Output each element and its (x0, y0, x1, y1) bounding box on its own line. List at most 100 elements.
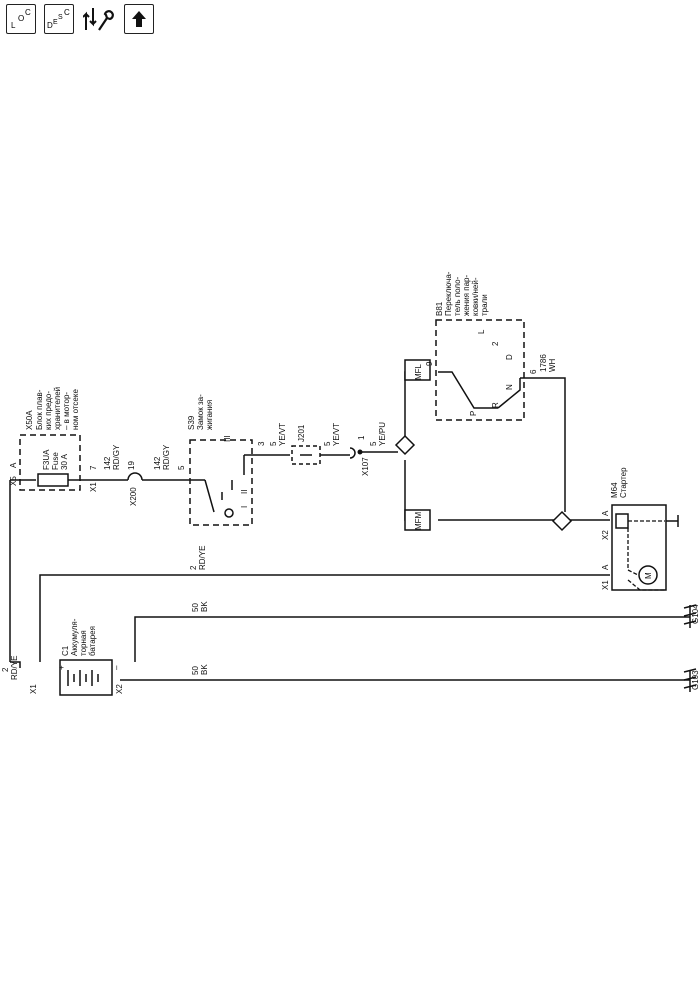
label-wh: WH (548, 358, 557, 372)
ignition-switch-pivot (224, 508, 234, 518)
label-battery-minus: – (112, 665, 121, 670)
range-switch-contact (497, 378, 521, 409)
label-pin-a-starter-bottom: A (601, 564, 610, 570)
label-pin-5-ign: 5 (177, 465, 186, 470)
label-pin-6: 6 (529, 369, 538, 374)
module-mfm-box (404, 509, 431, 531)
wire-ground-g104 (134, 616, 690, 662)
label-fuse-block-2: ких предо- (44, 391, 53, 430)
label-x107: X107 (361, 457, 370, 476)
label-pos-l: L (477, 329, 486, 334)
label-x50a: X50A (25, 410, 34, 430)
label-pin-7: 7 (89, 465, 98, 470)
label-50-g103: 50 (191, 666, 200, 675)
battery-cells (67, 670, 99, 686)
label-pin-3: 3 (257, 441, 266, 446)
label-c1: C1 (61, 645, 70, 656)
label-pos-2: 2 (491, 341, 500, 346)
label-pos-d: D (505, 354, 514, 360)
desc-letter-c: C (64, 8, 70, 17)
label-pos-n: N (505, 384, 514, 390)
service-button[interactable] (82, 4, 116, 34)
wrench-arrows-icon (83, 8, 114, 31)
label-s39: S39 (187, 415, 196, 430)
label-b81: B81 (435, 301, 444, 316)
arrow-up-icon (132, 11, 146, 27)
label-fuse-word: Fuse (51, 452, 60, 470)
ground-g103-symbol (683, 668, 697, 692)
up-button[interactable] (124, 4, 154, 34)
label-pin-a: A (9, 462, 18, 468)
label-battery-plus: + (57, 665, 66, 670)
desc-letter-e: E (53, 19, 58, 26)
label-fuse-block-1: Блок плав- (35, 389, 44, 430)
wire-to-mfl (404, 371, 422, 445)
splice-x200-symbol (127, 472, 143, 481)
label-g104: G104 (691, 604, 700, 624)
label-1786: 1786 (539, 354, 548, 372)
starter-solenoid (615, 513, 629, 529)
label-pin-5-b: 5 (323, 441, 332, 446)
label-battery-3: батарея (88, 626, 97, 656)
label-2-starter: 2 (189, 565, 198, 570)
label-motor-m: M (644, 572, 653, 579)
label-range-5: трали (480, 294, 489, 316)
label-bk-g104: BK (200, 601, 209, 612)
label-x1-battery: X1 (29, 684, 38, 694)
label-50-g104: 50 (191, 603, 200, 612)
location-button[interactable]: L O C (6, 4, 36, 34)
label-yevt-a: YE/VT (278, 423, 287, 446)
label-ign-2: жигания (205, 400, 214, 430)
label-m64: M64 (610, 482, 619, 498)
label-yepu: YE/PU (378, 422, 387, 446)
label-x2-battery: X2 (115, 684, 124, 694)
label-bk-g103: BK (200, 664, 209, 675)
label-battery-2: торная (79, 630, 88, 656)
labels: X5 A X50A Блок плав- ких предо- хранител… (1, 271, 700, 694)
label-pin-1: 1 (357, 435, 366, 440)
label-range-4: ковки/ней- (471, 277, 480, 316)
wire-rd-ye-starter (39, 574, 610, 662)
ignition-switch-positions (221, 455, 245, 500)
splice-diamond-top (394, 434, 416, 456)
label-pin-19: 19 (127, 461, 136, 470)
label-pin-9: 9 (425, 361, 434, 366)
label-mfm: MFM (414, 511, 423, 530)
connector-j201-outline (291, 445, 321, 465)
label-x1-starter: X1 (601, 580, 610, 590)
label-pin-a-starter-top: A (601, 510, 610, 516)
label-x200: X200 (129, 487, 138, 506)
ignition-switch-outline (189, 439, 253, 526)
label-fuse-block-4: – в мотор- (62, 392, 71, 430)
label-starter: Стартер (619, 467, 628, 498)
fuse-block-outline (19, 434, 81, 491)
starter-ground-top (666, 515, 679, 527)
ignition-switch-contact (204, 479, 215, 513)
module-mfl-box (404, 359, 431, 381)
label-rdgy-ign: RD/GY (162, 444, 171, 470)
label-g103: G103 (691, 670, 700, 690)
loc-letter-l: L (11, 21, 16, 30)
label-pin-5-c: 5 (369, 441, 378, 446)
label-fuse-rating: 30 A (60, 453, 69, 470)
label-range-3: жения пар- (462, 275, 471, 316)
label-fuse-block-3: хранителей (53, 387, 62, 430)
connector-x107-pin (357, 449, 363, 455)
desc-letter-d: D (47, 21, 53, 30)
label-mfl: MFL (414, 363, 423, 380)
wires (9, 371, 690, 681)
description-button[interactable]: D E S C (44, 4, 74, 34)
fuse-symbol (37, 473, 69, 487)
range-switch-outline (435, 319, 525, 421)
label-range-1: Переключа- (444, 271, 453, 316)
starter-internal-wiring (627, 520, 665, 591)
label-fuse-id: F3UA (42, 449, 51, 470)
label-rdye-fuse: RD/YE (10, 656, 19, 680)
loc-letter-c: C (25, 8, 31, 17)
label-x5: X5 (9, 476, 18, 486)
label-rdye-starter: RD/YE (198, 546, 207, 570)
loc-letter-o: O (18, 14, 24, 23)
label-ign-1: Замок за- (196, 394, 205, 430)
label-2-fuse: 2 (1, 667, 10, 672)
